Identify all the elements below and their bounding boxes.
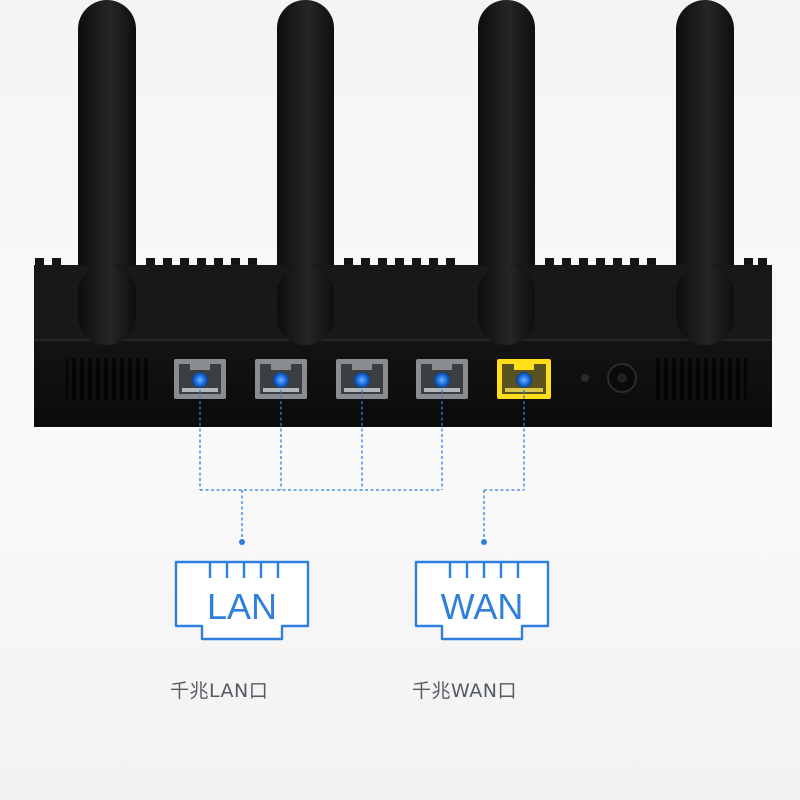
antenna-1 bbox=[78, 0, 136, 345]
reset-hole bbox=[581, 374, 589, 382]
left-vent bbox=[66, 358, 150, 400]
wan-port-caption: 千兆WAN口 bbox=[412, 680, 517, 702]
antennas bbox=[78, 0, 734, 345]
antenna-3 bbox=[478, 0, 535, 345]
lan-port-caption: 千兆LAN口 bbox=[170, 680, 269, 702]
lan-port-2 bbox=[255, 359, 307, 399]
antenna-2 bbox=[277, 0, 334, 345]
router-body-top-panel bbox=[34, 265, 772, 340]
wan-icon-text: WAN bbox=[441, 586, 524, 627]
lan-connector-icon: LAN bbox=[174, 560, 310, 641]
lan-icon-text: LAN bbox=[207, 586, 277, 627]
antenna-4 bbox=[676, 0, 734, 345]
wan-connector-icon: WAN bbox=[414, 560, 550, 641]
wan-connector-dot bbox=[481, 539, 487, 545]
lan-port-3 bbox=[336, 359, 388, 399]
lan-connector-dot bbox=[239, 539, 245, 545]
right-vent bbox=[655, 358, 747, 400]
lan-connector-lines bbox=[199, 390, 443, 540]
wan-connector-lines bbox=[483, 390, 525, 540]
top-ridges bbox=[35, 258, 767, 268]
